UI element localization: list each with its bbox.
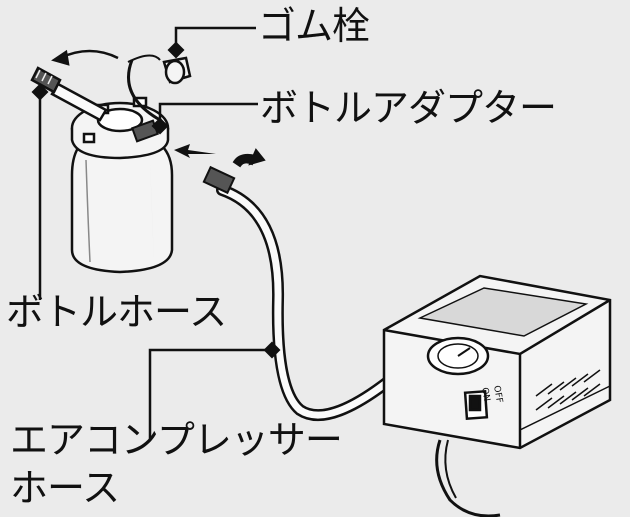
bottle-hose	[30, 66, 108, 122]
label-bottle-adapter: ボトルアダプター	[260, 86, 557, 130]
label-bottle-hose: ボトルホース	[6, 290, 227, 334]
insert-arrow-icon	[174, 144, 216, 158]
plug-swing-arrow-icon	[127, 54, 161, 122]
air-compressor-hose	[216, 184, 406, 422]
air-compressor-hose-inner	[218, 186, 404, 419]
compressor-unit	[382, 274, 612, 517]
rotate-arrow-icon	[51, 49, 119, 66]
label-rubber-plug: ゴム栓	[258, 4, 370, 48]
connect-rotate-arrow-icon	[232, 148, 266, 168]
switch-off-label: OFF	[491, 385, 504, 404]
rubber-plug	[162, 56, 192, 85]
switch-on-label: ON	[479, 387, 491, 402]
sealant-bottle	[70, 144, 174, 274]
hose-fitting	[202, 165, 236, 195]
label-air-compressor-hose-line1: エアコンプレッサー	[10, 418, 343, 462]
label-air-compressor-hose-line2: ホース	[10, 466, 120, 510]
